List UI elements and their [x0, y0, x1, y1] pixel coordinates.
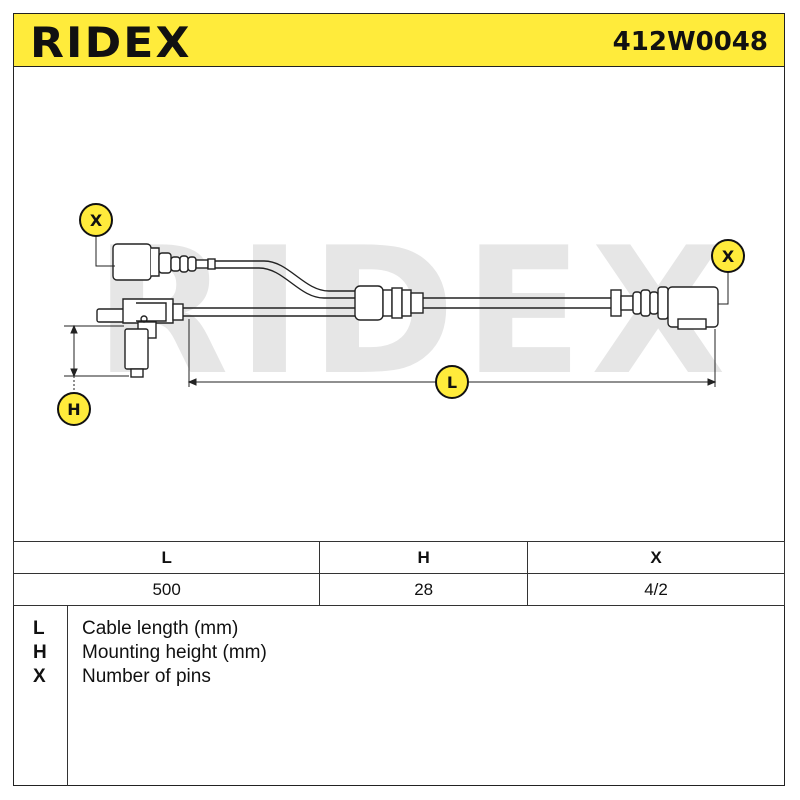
spec-value-row: 500 28 4/2	[12, 573, 785, 606]
spec-table: L H X 500 28 4/2	[12, 541, 785, 606]
legend-desc: Number of pins	[82, 666, 211, 687]
svg-text:H: H	[67, 400, 80, 419]
spec-value-l: 500	[12, 573, 321, 606]
part-number: 412W0048	[612, 27, 768, 57]
spec-value-h: 28	[319, 573, 529, 606]
spec-value-x: 4/2	[527, 573, 785, 606]
brand-logo: RIDEX	[30, 18, 192, 67]
legend-key: X	[33, 666, 46, 687]
spec-header-x: X	[527, 541, 785, 574]
x-badge-right: X	[711, 239, 745, 273]
left-connector	[112, 243, 216, 281]
sensor-drawing: RIDEX	[57, 203, 745, 426]
legend-key: L	[33, 618, 45, 639]
l-badge: L	[435, 365, 469, 399]
wheel-speed-sensor	[96, 298, 184, 378]
spec-header-h: H	[319, 541, 529, 574]
h-badge: H	[57, 392, 91, 426]
legend-item: H Mounting height (mm)	[13, 642, 785, 666]
upper-cable	[215, 260, 359, 292]
cable-sleeve	[354, 285, 424, 321]
legend-item: L Cable length (mm)	[13, 618, 785, 642]
spec-header-l: L	[12, 541, 321, 574]
legend-desc: Cable length (mm)	[82, 618, 239, 639]
legend-desc: Mounting height (mm)	[82, 642, 267, 663]
svg-text:L: L	[447, 373, 457, 392]
legend-key: H	[33, 642, 47, 663]
x-badge-left: X	[79, 203, 113, 237]
header-bar: RIDEX 412W0048	[13, 13, 785, 67]
right-connector	[610, 286, 719, 330]
legend-item: X Number of pins	[13, 666, 785, 690]
svg-text:X: X	[722, 247, 735, 266]
svg-text:X: X	[90, 211, 103, 230]
spec-header-row: L H X	[12, 541, 785, 574]
dimension-h	[64, 324, 129, 392]
legend-divider	[67, 606, 68, 786]
legend: L Cable length (mm) H Mounting height (m…	[13, 606, 785, 786]
